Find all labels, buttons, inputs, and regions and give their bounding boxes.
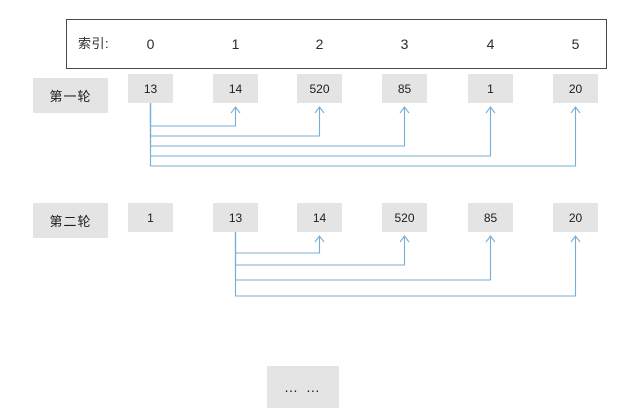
arrow-head-icon bbox=[230, 106, 241, 114]
round1-cell-1: 14 bbox=[213, 74, 258, 103]
round1-cell-0: 13 bbox=[128, 74, 173, 103]
index-number-1: 1 bbox=[231, 36, 240, 52]
index-number-4: 4 bbox=[486, 36, 495, 52]
arrow-head-icon bbox=[485, 235, 496, 243]
index-header-frame bbox=[66, 19, 607, 69]
round2-cell-3: 520 bbox=[382, 203, 427, 232]
arrow-head-icon bbox=[399, 106, 410, 114]
connector-path bbox=[234, 232, 406, 266]
connector-path bbox=[234, 232, 577, 297]
connector-path bbox=[149, 103, 237, 127]
connector-path bbox=[149, 103, 492, 157]
arrow-head-icon bbox=[570, 106, 581, 114]
round1-cell-4: 1 bbox=[468, 74, 513, 103]
round2-cell-4: 85 bbox=[468, 203, 513, 232]
connector-path bbox=[149, 103, 321, 137]
round1-cell-3: 85 bbox=[382, 74, 427, 103]
index-header-label: 索引: bbox=[78, 36, 110, 51]
round1-cell-5: 20 bbox=[553, 74, 598, 103]
arrow-head-icon bbox=[485, 106, 496, 114]
continuation-cell: … … bbox=[267, 366, 339, 408]
connector-path bbox=[149, 103, 577, 167]
index-number-0: 0 bbox=[146, 36, 155, 52]
round2-cell-1: 13 bbox=[213, 203, 258, 232]
index-number-5: 5 bbox=[571, 36, 580, 52]
round2-cell-5: 20 bbox=[553, 203, 598, 232]
connector-path bbox=[234, 232, 321, 254]
round-label-1: 第一轮 bbox=[33, 78, 108, 113]
round2-cell-2: 14 bbox=[297, 203, 342, 232]
round-label-2: 第二轮 bbox=[33, 203, 108, 238]
connector-path bbox=[234, 232, 492, 281]
arrow-head-icon bbox=[314, 106, 325, 114]
connector-path bbox=[149, 103, 406, 147]
arrow-head-icon bbox=[314, 235, 325, 243]
round2-cell-0: 1 bbox=[128, 203, 173, 232]
round1-cell-2: 520 bbox=[297, 74, 342, 103]
arrow-head-icon bbox=[399, 235, 410, 243]
index-number-3: 3 bbox=[400, 36, 409, 52]
arrow-head-icon bbox=[570, 235, 581, 243]
index-number-2: 2 bbox=[315, 36, 324, 52]
